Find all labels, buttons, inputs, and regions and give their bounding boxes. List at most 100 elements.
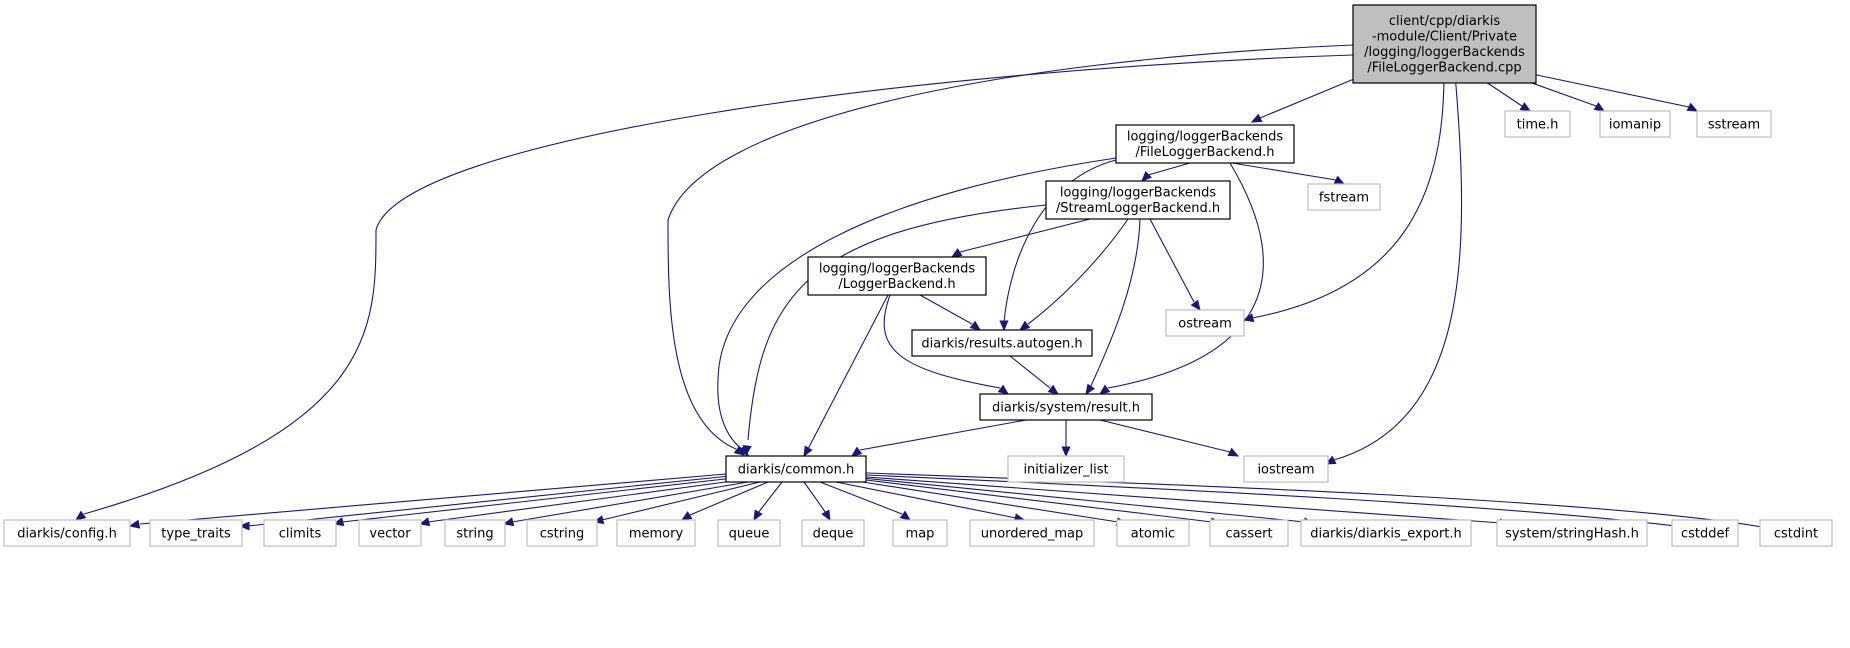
node-box	[1496, 519, 1648, 547]
edge-line	[959, 218, 1091, 253]
node-box	[717, 519, 781, 547]
edge-line	[1231, 162, 1337, 181]
edge-result-to-common	[850, 419, 1027, 457]
edge-common-to-deque	[803, 481, 831, 522]
node-label: deque	[813, 526, 854, 541]
edge-line	[1147, 162, 1191, 176]
arrow-head-icon	[899, 510, 912, 521]
node-fstream: fstream	[1307, 183, 1381, 211]
arrow-head-icon	[1519, 102, 1532, 112]
edge-line	[803, 481, 827, 514]
node-box	[1115, 124, 1295, 164]
edge-result-to-iostream	[1099, 419, 1240, 457]
edge-line	[139, 473, 727, 525]
nodes-layer: client/cpp/diarkis-module/Client/Private…	[3, 4, 1833, 547]
node-ostream: ostream	[1165, 309, 1245, 337]
arrow-head-icon	[742, 444, 752, 457]
edge-line	[919, 294, 973, 325]
node-box	[1671, 519, 1739, 547]
node-box	[149, 519, 243, 547]
node-climits: climits	[263, 519, 337, 547]
arrow-head-icon	[1250, 113, 1263, 123]
arrow-head-icon	[1593, 102, 1606, 112]
node-box	[1504, 110, 1571, 138]
edge-line	[857, 478, 1213, 523]
node-box	[1045, 180, 1231, 220]
node-box	[263, 519, 337, 547]
node-result[interactable]: diarkis/system/result.h	[979, 393, 1153, 421]
node-label: map	[906, 526, 935, 541]
node-label: atomic	[1131, 526, 1175, 541]
node-box	[1599, 110, 1671, 138]
arrow-head-icon	[969, 320, 982, 331]
node-deque: deque	[801, 519, 865, 547]
node-lb_h[interactable]: logging/loggerBackends/LoggerBackend.h	[807, 256, 987, 296]
arrow-head-icon	[1018, 320, 1031, 331]
node-slb_h[interactable]: logging/loggerBackends/StreamLoggerBacke…	[1045, 180, 1231, 220]
node-label: system/stringHash.h	[1505, 526, 1639, 541]
node-label: queue	[729, 526, 770, 541]
node-cassert: cassert	[1209, 519, 1289, 547]
edge-line	[757, 481, 783, 514]
arrow-head-icon	[418, 517, 431, 527]
node-box	[1300, 519, 1472, 547]
edge-lb_h-to-result	[883, 294, 1010, 395]
node-label: time.h	[1517, 117, 1559, 132]
edge-line	[835, 481, 1017, 519]
arrow-head-icon	[950, 248, 963, 258]
node-string: string	[444, 519, 506, 547]
node-label: /FileLoggerBackend.h	[1136, 145, 1275, 160]
edge-line	[1531, 73, 1690, 108]
node-label: type_traits	[161, 526, 231, 541]
node-label: diarkis/common.h	[738, 462, 854, 477]
edge-common-to-atomic	[849, 479, 1128, 527]
edge-lb_h-to-common	[803, 294, 889, 458]
arrow-head-icon	[753, 509, 763, 522]
arrow-head-icon	[1061, 446, 1071, 458]
arrow-head-icon	[803, 445, 813, 458]
edge-results-to-result	[1009, 355, 1060, 395]
edge-result-to-init_list	[1061, 420, 1071, 458]
node-label: string	[456, 526, 493, 541]
arrow-head-icon	[74, 510, 87, 521]
node-label: logging/loggerBackends	[1127, 130, 1284, 145]
node-label: unordered_map	[981, 526, 1084, 541]
edge-line	[427, 479, 741, 523]
edge-flb_h-to-result	[1098, 162, 1264, 395]
node-sstream: sstream	[1696, 110, 1772, 138]
arrow-head-icon	[1686, 102, 1699, 112]
edge-line	[341, 477, 735, 523]
node-flb_h[interactable]: logging/loggerBackends/FileLoggerBackend…	[1115, 124, 1295, 164]
edge-common-to-memory	[680, 481, 769, 521]
node-label: fstream	[1319, 190, 1369, 205]
node-label: memory	[629, 526, 684, 541]
node-label: logging/loggerBackends	[819, 262, 976, 277]
edge-line	[247, 475, 731, 527]
edge-flb_h-to-results	[999, 159, 1117, 332]
edge-root-to-iostream	[1324, 73, 1463, 465]
edge-line	[1259, 73, 1367, 119]
edge-line	[1149, 218, 1195, 303]
node-stringhash: system/stringHash.h	[1496, 519, 1648, 547]
node-vector: vector	[358, 519, 422, 547]
node-label: /StreamLoggerBackend.h	[1056, 201, 1220, 216]
node-memory: memory	[616, 519, 696, 547]
node-common[interactable]: diarkis/common.h	[725, 455, 867, 483]
edge-line	[807, 294, 889, 450]
node-box	[1165, 309, 1245, 337]
arrow-head-icon	[997, 384, 1010, 395]
arrow-head-icon	[128, 519, 141, 529]
arrow-head-icon	[1227, 447, 1240, 457]
node-box	[1696, 110, 1772, 138]
edge-common-to-queue	[753, 481, 783, 522]
arrow-head-icon	[1085, 383, 1096, 396]
node-type_traits: type_traits	[149, 519, 243, 547]
node-label: cassert	[1225, 526, 1272, 541]
node-cstring: cstring	[526, 519, 598, 547]
edge-line	[883, 294, 1001, 389]
node-config: diarkis/config.h	[3, 519, 131, 547]
node-label: cstdint	[1774, 526, 1818, 541]
edge-line	[1089, 218, 1141, 389]
node-results[interactable]: diarkis/results.autogen.h	[911, 329, 1093, 357]
node-label: iostream	[1257, 462, 1314, 477]
